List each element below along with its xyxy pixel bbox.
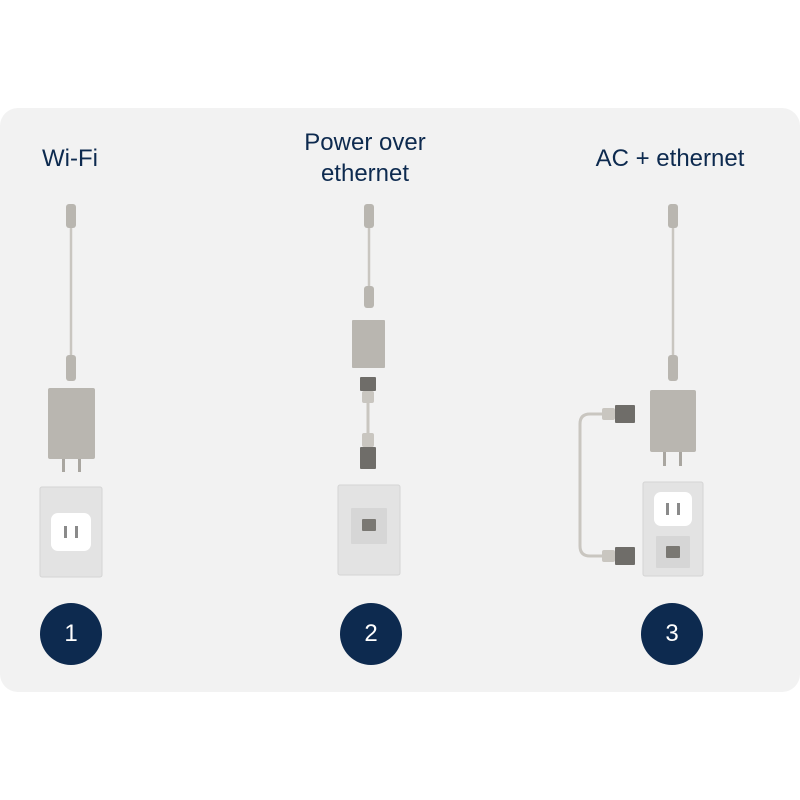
ethernet-boot-icon [602,408,615,420]
adapter-prong-icon [679,452,682,466]
outlet-slot-icon [666,503,669,515]
ethernet-port-icon [362,519,376,531]
outlet-slot-icon [64,526,67,538]
ethernet-connector-icon [615,547,635,565]
cable-top-plug-icon [668,204,678,228]
poe-injector-icon [352,320,385,368]
power-adapter-icon [650,390,696,452]
adapter-prong-icon [663,452,666,466]
cable-bottom-plug-icon [668,355,678,381]
step-badge-2: 2 [340,603,402,665]
ethernet-boot-icon [602,550,615,562]
step-badge-3: 3 [641,603,703,665]
ac-outlet-icon [51,513,91,551]
cable-bottom-plug-icon [364,286,374,308]
option-3-illustration [580,204,703,576]
outlet-slot-icon [75,526,78,538]
adapter-prong-icon [62,459,65,472]
cable-top-plug-icon [66,204,76,228]
power-adapter-icon [48,388,95,459]
ethernet-port-icon [666,546,680,558]
ethernet-boot-icon [362,391,374,403]
ac-outlet-icon [654,492,692,526]
ethernet-connector-icon [615,405,635,423]
option-1-illustration [40,204,102,577]
adapter-prong-icon [78,459,81,472]
outlet-slot-icon [677,503,680,515]
option-2-illustration [338,204,400,575]
ethernet-cable [580,414,614,556]
ethernet-connector-icon [360,447,376,469]
step-badge-1: 1 [40,603,102,665]
cable-top-plug-icon [364,204,374,228]
cable-bottom-plug-icon [66,355,76,381]
ethernet-boot-icon [362,433,374,447]
ethernet-connector-icon [360,377,376,391]
